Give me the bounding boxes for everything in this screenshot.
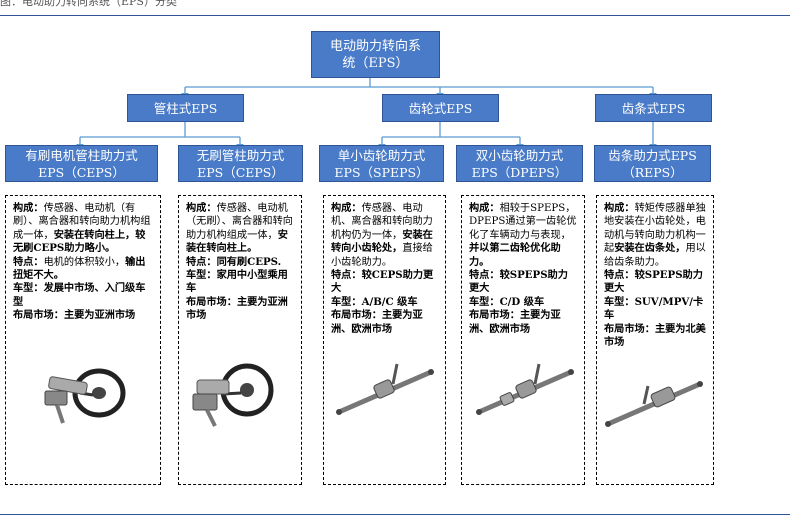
detail-box-reps: 构成：转矩传感器单独地安装在小齿轮处，电动机与转向助力机构一起安装在齿条处，用以… (596, 195, 714, 485)
subtype-line1: 无刷管柱助力式 (196, 147, 285, 163)
feat-label: 特点： (469, 269, 500, 282)
market-text: 主要为亚洲市场 (186, 295, 288, 322)
rack-image (336, 363, 434, 415)
feat-label: 特点： (186, 255, 217, 268)
comp-label: 构成： (331, 202, 362, 214)
subtype-line2: EPS（CEPS） (197, 164, 284, 180)
market-label: 布局市场： (331, 309, 382, 322)
comp-label: 构成： (13, 202, 44, 214)
subtype-reps: 齿条助力式EPS（REPS） (594, 145, 711, 182)
model-label: 车型： (13, 282, 44, 295)
feat-bold: 较SPEPS助力更大 (469, 269, 568, 295)
model-label: 车型： (331, 295, 362, 308)
detail-box-dpeps: 构成：相较于SPEPS，DPEPS通过第一齿轮优化了车辆动力与表现，并以第二齿轮… (461, 195, 585, 485)
comp-bold: 并以第二齿轮优化助力。 (469, 242, 561, 268)
steering-column-image (44, 368, 126, 424)
detail-box-speps: 构成：传感器、电动机、离合器和转向助力机构仍为一体，安装在转向小齿轮处，直接给小… (323, 195, 446, 485)
subtype-line2: EPS（SPEPS） (334, 164, 429, 180)
feat-bold: 输出扭矩不大。 (13, 255, 146, 282)
model-label: 车型： (604, 295, 635, 308)
category-column-eps: 管柱式EPS (127, 94, 244, 122)
category-rack-eps: 齿条式EPS (595, 94, 712, 122)
category-pinion-eps: 齿轮式EPS (382, 94, 499, 122)
market-label: 布局市场： (469, 309, 520, 322)
subtype-line2: （REPS） (622, 164, 683, 180)
comp-label: 构成： (469, 202, 500, 214)
category-label: 管柱式EPS (153, 100, 218, 116)
subtype-line1: 齿条助力式EPS (608, 147, 697, 163)
feat-bold: 较CEPS助力更大 (331, 269, 434, 295)
bottom-rule (0, 514, 790, 515)
market-text: 主要为亚洲、欧洲市场 (331, 309, 423, 335)
feat-text: 电机的体积较小， (43, 256, 126, 268)
market-text: 主要为亚洲、欧洲市场 (469, 309, 561, 335)
comp-label: 构成： (604, 202, 635, 214)
model-text: A/B/C 级车 (361, 295, 418, 308)
model-text: SUV/MPV/卡车 (604, 295, 704, 322)
model-label: 车型： (469, 295, 500, 308)
comp-tail: 用以给齿条助力。 (604, 243, 706, 268)
feat-bold: 较SPEPS助力更大 (604, 269, 703, 295)
root-line2: 统（EPS） (342, 55, 409, 71)
comp-label: 构成： (186, 202, 217, 214)
root-node: 电动助力转向系 统（EPS） (311, 31, 440, 78)
model-text: C/D 级车 (499, 295, 545, 308)
detail-box-brushed-ceps: 构成：传感器、电动机（有刷）、离合器和转向助力机构组成一体，安装在转向柱上，较无… (5, 195, 161, 485)
root-line1: 电动助力转向系 (329, 38, 421, 54)
comp-bold: 安装在转向柱上，较无刷CEPS助力略小。 (13, 228, 146, 255)
header-caption: 图：电动助力转向系统（EPS）分类 (0, 0, 177, 8)
detail-box-brushless-ceps: 构成：传感器、电动机（无刷）、离合器和转向助力机构组成一体，安装在转向柱上。 特… (178, 195, 302, 485)
top-rule (0, 15, 790, 16)
comp-text: 传感器、电动机（无刷）、离合器和转向助力机构组成一体， (186, 203, 293, 241)
rack-image (605, 381, 703, 427)
subtype-line1: 单小齿轮助力式 (337, 147, 426, 163)
feat-label: 特点： (13, 255, 44, 268)
comp-bold: 安装在转向柱上。 (186, 228, 288, 255)
market-text: 主要为北美市场 (604, 322, 706, 349)
steering-column-image (192, 363, 274, 427)
comp-text: 转矩传感器单独地安装在小齿轮处，电动机与转向助力机构一起 (604, 203, 706, 255)
model-text: 发展中市场、入门级车型 (13, 282, 146, 308)
subtype-line1: 有刷电机管柱助力式 (25, 147, 138, 163)
rack-image (476, 363, 574, 415)
comp-tail: 直接给小齿轮助力。 (331, 243, 433, 268)
category-label: 齿条式EPS (621, 100, 686, 116)
comp-bold: 安装在齿条处， (614, 242, 686, 255)
market-text: 主要为亚洲市场 (63, 309, 136, 322)
category-label: 齿轮式EPS (408, 100, 473, 116)
comp-bold: 安装在转向小齿轮处， (331, 228, 433, 255)
feat-text: 同有刷CEPS. (216, 255, 282, 268)
comp-text: 传感器、电动机、离合器和转向助力机构仍为一体， (331, 203, 433, 241)
market-label: 布局市场： (13, 309, 64, 322)
subtype-line2: EPS（CEPS） (38, 164, 125, 180)
comp-text: 传感器、电动机（有刷）、离合器和转向助力机构组成一体， (13, 203, 151, 241)
market-label: 布局市场： (186, 295, 237, 308)
subtype-line2: EPS（DPEPS） (471, 164, 568, 180)
model-text: 家用中小型乘用车 (186, 269, 288, 295)
comp-text: 相较于SPEPS，DPEPS通过第一齿轮优化了车辆动力与表现， (469, 203, 577, 241)
model-label: 车型： (186, 269, 217, 282)
feat-label: 特点： (604, 269, 635, 282)
subtype-line1: 双小齿轮助力式 (475, 147, 564, 163)
feat-label: 特点： (331, 269, 362, 282)
market-label: 布局市场： (604, 322, 655, 335)
